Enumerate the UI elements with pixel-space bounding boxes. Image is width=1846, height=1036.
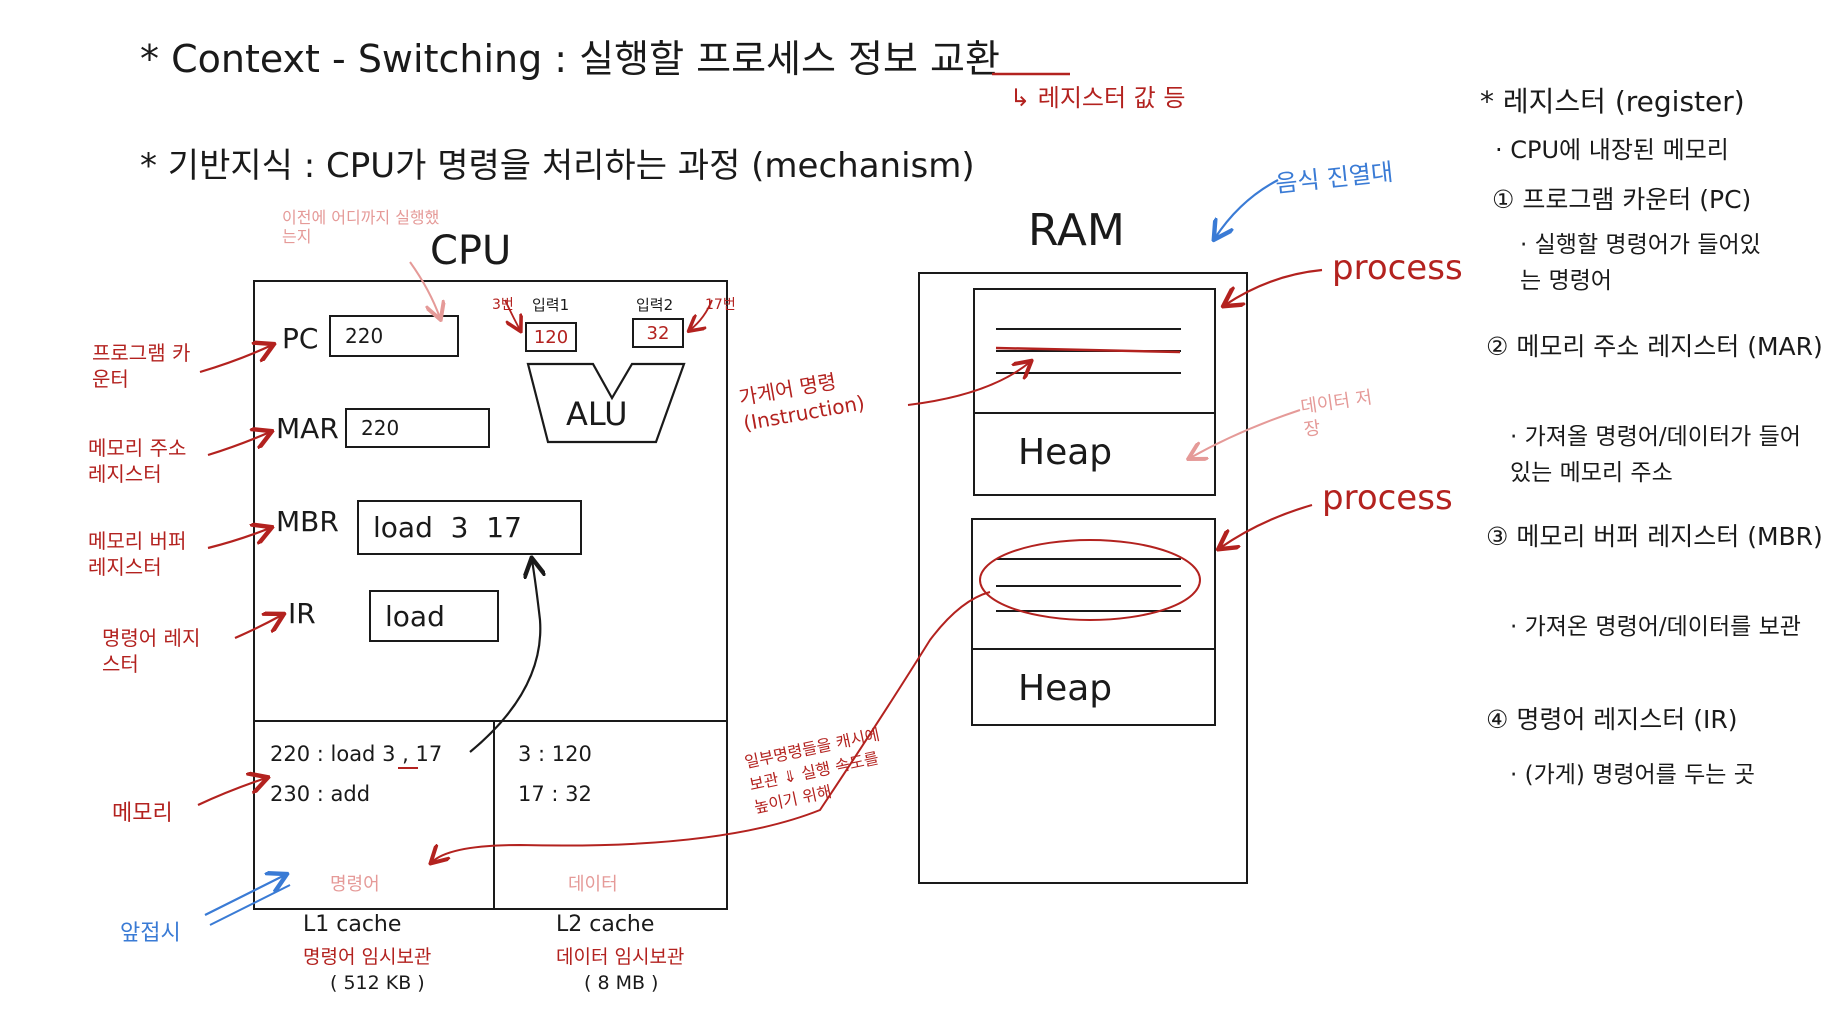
instruction-line bbox=[996, 558, 1181, 560]
l1-line1: 220 : load 3 , 17 bbox=[270, 742, 443, 766]
instruction-line bbox=[996, 350, 1181, 352]
notes-title: * 레지스터 (register) bbox=[1480, 85, 1745, 118]
mbr-register: load 3 17 bbox=[357, 500, 582, 555]
cpu-label: CPU bbox=[430, 228, 512, 274]
notes-item-4-head: ④ 명령어 레지스터 (IR) bbox=[1486, 705, 1738, 734]
heap-2: Heap bbox=[1018, 668, 1113, 709]
l1-name: L1 cache bbox=[303, 912, 402, 937]
instruction-line bbox=[996, 328, 1181, 330]
mar-register: 220 bbox=[345, 408, 490, 448]
l1-size: ( 512 KB ) bbox=[330, 972, 425, 994]
ram-label: RAM bbox=[1028, 205, 1125, 256]
notes-item-2-head: ② 메모리 주소 레지스터 (MAR) bbox=[1486, 332, 1823, 361]
data-note: 데이터 저장 bbox=[1299, 387, 1374, 442]
pc-name: PC bbox=[282, 322, 319, 355]
pc-value: 220 bbox=[345, 324, 384, 348]
pc-note: 이전에 어디까지 실행했는지 bbox=[282, 208, 440, 247]
title-background-knowledge: * 기반지식 : CPU가 명령을 처리하는 과정 (mechanism) bbox=[140, 146, 975, 186]
notes-item-2-desc: · 가져올 명령어/데이터가 들어있는 메모리 주소 bbox=[1510, 424, 1801, 486]
side-label-cache: 앞접시 bbox=[120, 921, 181, 946]
process-label-1: process bbox=[1332, 248, 1463, 288]
cache-note: 일부명령들을 캐시에 보관 ⇓ 실행 속도를 높이기 위해 bbox=[742, 724, 882, 818]
alu-input2-label: 입력2 bbox=[636, 296, 674, 314]
mbr-name: MBR bbox=[276, 505, 339, 538]
alu-input1-box: 120 bbox=[525, 322, 577, 352]
alu-input1-value: 120 bbox=[533, 326, 569, 348]
notes-intro: · CPU에 내장된 메모리 bbox=[1495, 136, 1729, 164]
mbr-value: load 3 17 bbox=[373, 511, 522, 544]
alu-input2-note: 17번 bbox=[705, 297, 736, 313]
title-note: ↳ 레지스터 값 등 bbox=[1010, 84, 1186, 112]
notes-item-3-head: ③ 메모리 버퍼 레지스터 (MBR) bbox=[1486, 522, 1823, 551]
l2-line2: 17 : 32 bbox=[518, 782, 592, 806]
l1-tag: 명령어 bbox=[330, 874, 380, 895]
instruction-line bbox=[996, 372, 1181, 374]
l1-line2: 230 : add bbox=[270, 782, 371, 806]
notes-item-4-desc: · (가게) 명령어를 두는 곳 bbox=[1510, 762, 1755, 788]
l2-tag: 데이터 bbox=[568, 874, 618, 895]
alu-input1-label: 입력1 bbox=[532, 296, 570, 314]
l2-size: ( 8 MB ) bbox=[584, 972, 659, 994]
alu-input1-note: 3번 bbox=[492, 297, 514, 313]
cache-divider bbox=[253, 720, 728, 722]
process-2-divider bbox=[971, 648, 1216, 650]
process-1-divider bbox=[973, 412, 1216, 414]
ir-name: IR bbox=[288, 597, 316, 630]
arrow-ram-note bbox=[1215, 179, 1279, 238]
side-label-mar: 메모리 주소 레지스터 bbox=[88, 436, 187, 486]
mar-value: 220 bbox=[361, 416, 400, 440]
side-label-memory: 메모리 bbox=[112, 801, 173, 826]
ram-box bbox=[918, 272, 1248, 884]
mar-name: MAR bbox=[276, 412, 339, 445]
alu-input2-box: 32 bbox=[632, 318, 684, 348]
process-label-2: process bbox=[1322, 478, 1453, 518]
l2-name: L2 cache bbox=[556, 912, 655, 937]
title-context-switching: * Context - Switching : 실행할 프로세스 정보 교환 bbox=[140, 37, 1000, 81]
l2-desc: 데이터 임시보관 bbox=[556, 946, 685, 968]
ir-register: load bbox=[369, 590, 499, 642]
ir-value: load bbox=[385, 599, 445, 633]
instruction-line bbox=[996, 610, 1181, 612]
pc-register: 220 bbox=[329, 315, 459, 357]
instruction-note: 가게어 명령 (Instruction) bbox=[736, 369, 867, 436]
notes-item-1-head: ① 프로그램 카운터 (PC) bbox=[1492, 185, 1752, 214]
ram-note: 음식 진열대 bbox=[1274, 157, 1395, 199]
cache-split bbox=[493, 720, 495, 910]
notes-item-3-desc: · 가져온 명령어/데이터를 보관 bbox=[1510, 614, 1801, 640]
side-label-ir: 명령어 레지스터 bbox=[102, 626, 201, 676]
notes-item-1-desc: · 실행할 명령어가 들어있는 명령어 bbox=[1520, 232, 1761, 294]
side-label-pc: 프로그램 카운터 bbox=[92, 341, 191, 391]
heap-1: Heap bbox=[1018, 432, 1113, 473]
instruction-line bbox=[996, 585, 1181, 587]
side-label-mbr: 메모리 버퍼 레지스터 bbox=[88, 529, 187, 579]
l2-line1: 3 : 120 bbox=[518, 742, 592, 766]
l1-desc: 명령어 임시보관 bbox=[303, 946, 432, 968]
alu-label: ALU bbox=[566, 395, 628, 433]
alu-input2-value: 32 bbox=[646, 322, 670, 344]
